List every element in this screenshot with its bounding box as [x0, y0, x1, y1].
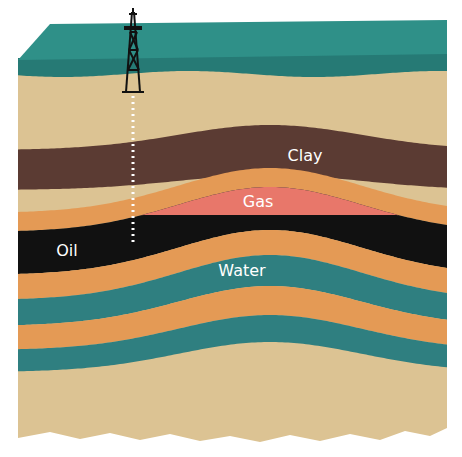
derrick-strut	[130, 32, 138, 50]
derrick-strut	[128, 50, 138, 70]
layer-label: Gas	[243, 194, 274, 210]
layer-label: Water	[218, 263, 265, 279]
derrick-strut	[129, 50, 139, 70]
sand-layer	[0, 40, 462, 457]
derrick-platform	[124, 26, 142, 30]
gas-pocket	[18, 187, 447, 231]
derrick-strut	[129, 32, 137, 50]
derrick-strut	[128, 69, 139, 71]
drill-line	[132, 96, 135, 244]
layer-label: Clay	[288, 148, 323, 164]
water-layer	[18, 315, 447, 371]
layer-label: Oil	[56, 243, 77, 259]
derrick-strut	[122, 91, 144, 93]
ground-surface	[18, 20, 447, 60]
derrick-strut	[132, 8, 134, 14]
oil-derrick	[122, 8, 144, 244]
block-front	[0, 40, 462, 457]
